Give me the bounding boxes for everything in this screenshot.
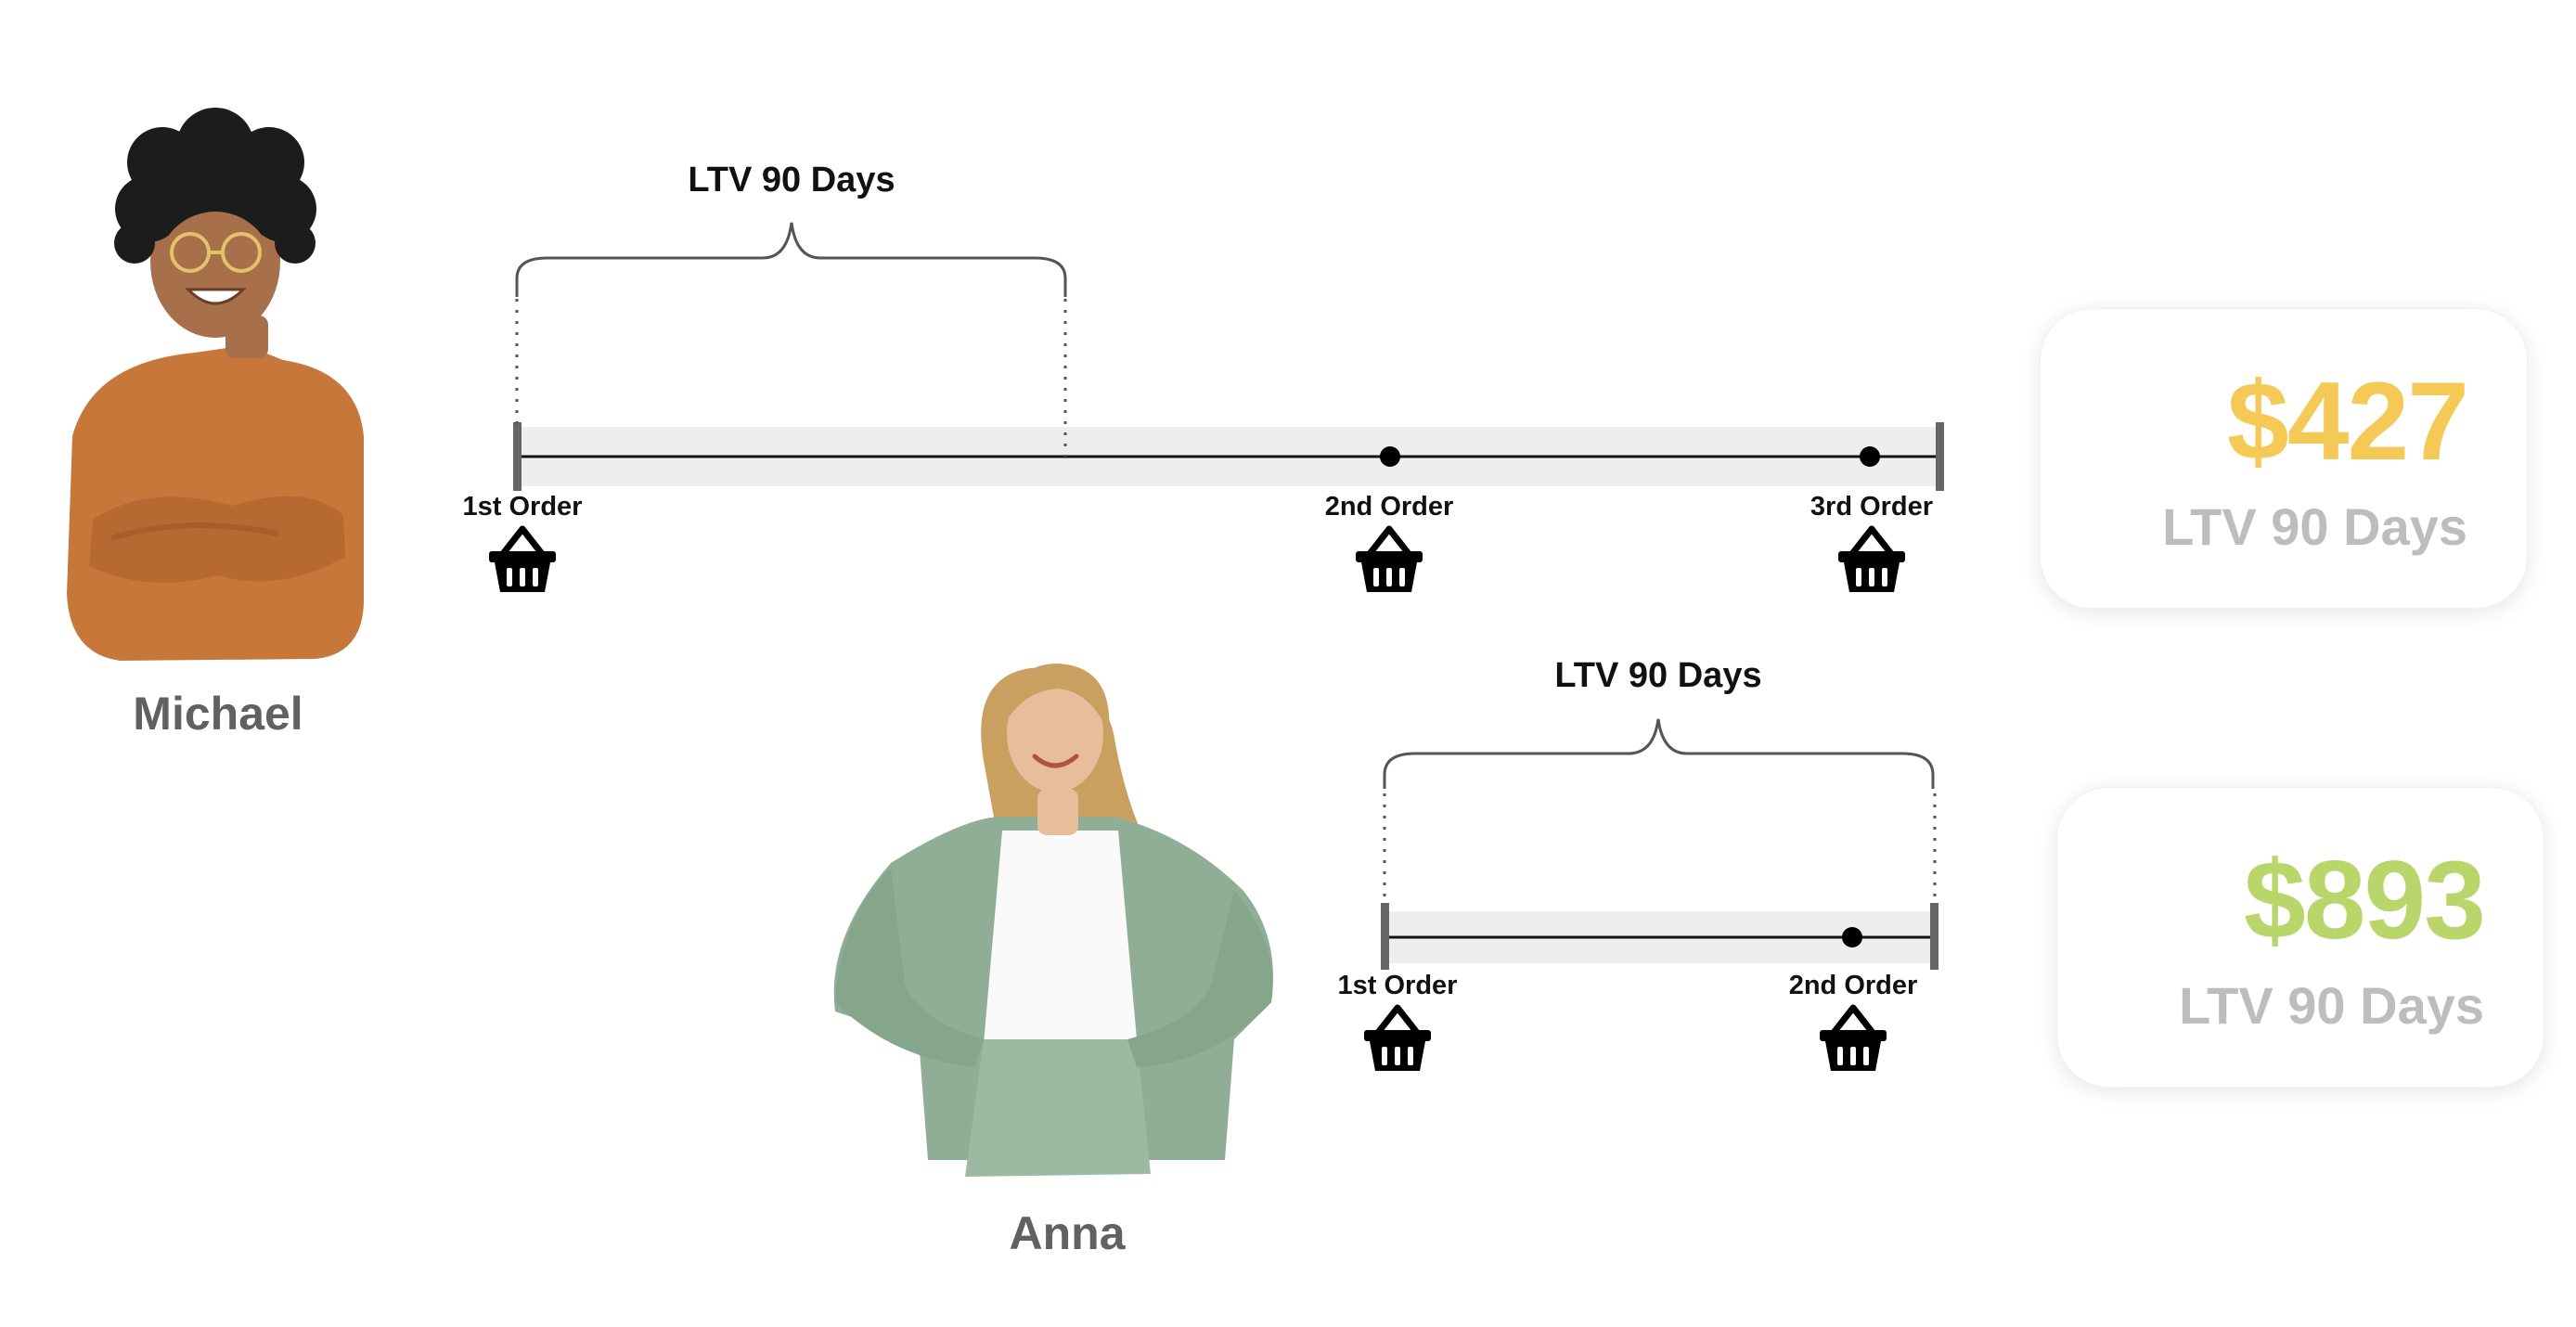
- basket-icon: [1364, 1008, 1431, 1071]
- michael-avatar: [67, 108, 364, 661]
- basket-icon: [1838, 529, 1905, 592]
- ltv-amount: $427: [2227, 357, 2467, 485]
- timeline-end-cap: [1936, 422, 1944, 491]
- timeline-end-cap: [1930, 903, 1938, 970]
- ltv-card-anna: $893 LTV 90 Days: [2056, 787, 2544, 1088]
- ltv-caption: LTV 90 Days: [2179, 975, 2484, 1036]
- person-name-michael: Michael: [84, 687, 353, 741]
- timeline-michael: LTV 90 Days 1st Order 2nd Order 3rd Orde…: [463, 161, 1944, 592]
- order-marker-3: [1860, 446, 1880, 467]
- ltv-caption: LTV 90 Days: [2162, 496, 2467, 557]
- ltv-amount: $893: [2244, 836, 2484, 964]
- ltv-bracket: [1385, 719, 1933, 789]
- order-label-3: 3rd Order: [1810, 492, 1933, 522]
- order-label-2: 2nd Order: [1789, 971, 1918, 1000]
- timeline-start-cap: [513, 422, 522, 491]
- basket-icon: [1820, 1008, 1887, 1071]
- ltv-card-michael: $427 LTV 90 Days: [2040, 308, 2528, 609]
- order-marker-2: [1380, 446, 1400, 467]
- person-name-anna: Anna: [928, 1206, 1206, 1260]
- basket-icon: [1356, 529, 1423, 592]
- timeline-start-cap: [1381, 903, 1389, 970]
- basket-icon: [489, 529, 556, 592]
- timeline-anna: LTV 90 Days 1st Order 2nd Order: [1338, 656, 1938, 1071]
- order-label-2: 2nd Order: [1325, 492, 1454, 522]
- anna-avatar: [834, 664, 1273, 1177]
- order-label-1: 1st Order: [1338, 971, 1458, 1000]
- order-label-1: 1st Order: [463, 492, 583, 522]
- ltv-bracket: [517, 223, 1065, 297]
- order-marker-2: [1842, 927, 1862, 947]
- ltv-bracket-label: LTV 90 Days: [1554, 656, 1761, 695]
- ltv-bracket-label: LTV 90 Days: [688, 161, 895, 200]
